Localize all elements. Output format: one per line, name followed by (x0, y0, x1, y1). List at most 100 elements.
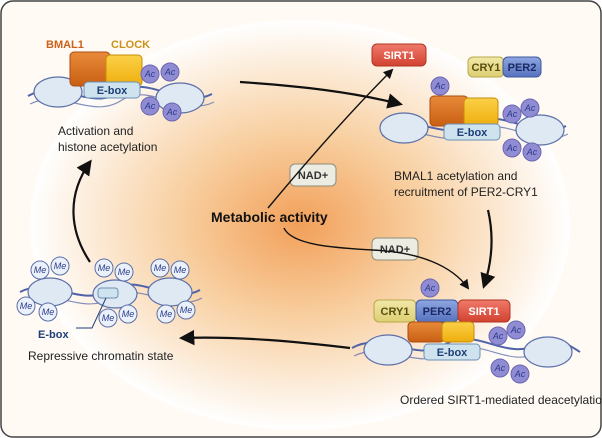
svg-text:Me: Me (154, 263, 167, 273)
stage3-chromatin (351, 334, 581, 368)
nucleosome (523, 336, 573, 368)
cry1-top-label: CRY1 (472, 62, 501, 74)
svg-text:Ac: Ac (506, 143, 518, 153)
me-tag: Me (16, 296, 36, 316)
ac-tag: Ac (506, 320, 526, 340)
svg-text:Ac: Ac (526, 147, 538, 157)
svg-text:Ac: Ac (494, 363, 506, 373)
svg-text:Ac: Ac (524, 103, 536, 113)
svg-text:Ac: Ac (434, 81, 446, 91)
svg-text:Ac: Ac (514, 369, 526, 379)
nucleosome (33, 76, 83, 108)
stage3-caption: Ordered SIRT1-mediated deacetylation (400, 393, 602, 407)
clock-box (105, 54, 143, 87)
sirt1-label-stage3: SIRT1 (468, 306, 499, 318)
svg-text:Me: Me (180, 305, 193, 315)
svg-text:Ac: Ac (424, 283, 436, 293)
metabolic-activity-label: Metabolic activity (211, 209, 328, 225)
bmal1-box (69, 51, 111, 87)
nucleosome (515, 114, 565, 146)
per2-label-stage3: PER2 (423, 306, 452, 318)
ac-tag: Ac (490, 358, 510, 378)
me-tag: Me (38, 302, 58, 322)
svg-text:Me: Me (98, 263, 111, 273)
svg-text:Ac: Ac (506, 109, 518, 119)
me-tag: Me (156, 304, 176, 324)
svg-text:Me: Me (42, 307, 55, 317)
clock-box-stage3 (441, 321, 475, 343)
per2-top-box (502, 56, 542, 78)
me-tag: Me (170, 260, 190, 280)
svg-text:Me: Me (122, 309, 135, 319)
nad-label-upper: NAD+ (298, 170, 328, 182)
svg-text:Me: Me (174, 265, 187, 275)
svg-text:Me: Me (34, 265, 47, 275)
ac-tag: Ac (488, 326, 508, 346)
ebox-label: E-box (97, 85, 128, 97)
arrow-metabolic-to-sirt1 (267, 68, 394, 209)
ebox-marker-stage4 (97, 287, 119, 299)
sirt1-top-box (371, 43, 427, 67)
ac-tag: Ac (162, 102, 182, 122)
svg-text:Ac: Ac (510, 325, 522, 335)
ac-tag: Ac (140, 64, 160, 84)
me-tag: Me (50, 256, 70, 276)
ac-tag: Ac (160, 62, 180, 82)
ebox-box (83, 81, 141, 99)
sirt1-top-label: SIRT1 (383, 50, 414, 62)
svg-text:Ac: Ac (164, 67, 176, 77)
svg-text:Me: Me (20, 301, 33, 311)
nucleosome (363, 334, 413, 366)
svg-text:Ac: Ac (492, 331, 504, 341)
sirt1-box-stage3 (457, 299, 511, 323)
ac-tag: Ac (510, 364, 530, 384)
svg-text:Me: Me (54, 261, 67, 271)
ebox-box-stage3 (423, 343, 481, 361)
stage2-chromatin (379, 112, 569, 146)
me-tag: Me (118, 304, 138, 324)
bmal1-box-stage3 (407, 321, 445, 343)
clock-box-stage2 (463, 97, 499, 127)
svg-text:Me: Me (118, 267, 131, 277)
me-tag: Me (150, 258, 170, 278)
nucleosome (27, 277, 73, 307)
bmal1-label: BMAL1 (46, 39, 84, 51)
ac-tag: Ac (140, 96, 160, 116)
arrow-stage3-to-stage4 (178, 329, 351, 350)
stage1-caption-line2: histone acetylation (58, 140, 157, 154)
clock-label: CLOCK (111, 39, 150, 51)
ebox-pointer-stage4 (76, 297, 107, 329)
arrow-stage2-to-stage3 (480, 209, 496, 289)
arrow-stage1-to-stage2 (239, 80, 403, 109)
ac-tag: Ac (420, 278, 440, 298)
arrow-stage4-to-stage1 (72, 159, 92, 263)
per2-top-label: PER2 (508, 62, 537, 74)
nucleosome (379, 112, 429, 144)
ebox-box-stage2 (443, 123, 501, 141)
stage2-caption-line2: recruitment of PER2-CRY1 (394, 185, 538, 199)
bmal1-box-stage2 (429, 95, 469, 127)
svg-text:Ac: Ac (144, 101, 156, 111)
stage4-caption: Repressive chromatin state (28, 349, 174, 363)
arrow-metabolic-to-stage3 (283, 227, 470, 290)
svg-text:Me: Me (160, 309, 173, 319)
svg-text:Ac: Ac (166, 107, 178, 117)
ac-tag: Ac (502, 138, 522, 158)
me-tag: Me (176, 300, 196, 320)
me-tag: Me (98, 308, 118, 328)
me-tag: Me (94, 258, 114, 278)
ebox-label-stage4: E-box (38, 329, 69, 341)
stage1-caption-line1: Activation and (58, 124, 133, 138)
stage2-caption-line1: BMAL1 acetylation and (394, 169, 517, 183)
me-tag: Me (30, 260, 50, 280)
ac-tag: Ac (502, 104, 522, 124)
svg-text:Ac: Ac (144, 69, 156, 79)
ebox-label-stage2: E-box (457, 127, 488, 139)
me-tag: Me (114, 262, 134, 282)
ac-tag: Ac (430, 76, 450, 96)
ebox-label-stage3: E-box (437, 347, 468, 359)
ac-tag: Ac (522, 142, 542, 162)
cry1-label-stage3: CRY1 (381, 306, 410, 318)
ac-tag: Ac (520, 98, 540, 118)
